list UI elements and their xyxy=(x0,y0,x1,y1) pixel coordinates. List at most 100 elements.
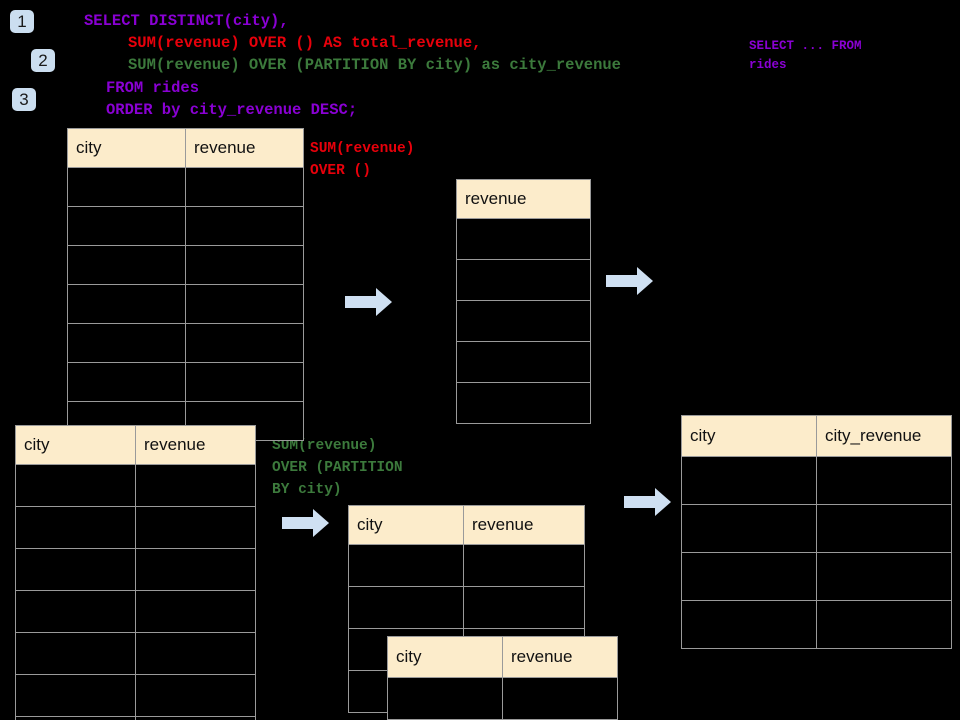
table-cell xyxy=(456,382,591,424)
table-cell xyxy=(135,590,256,633)
table-cell xyxy=(15,464,136,507)
table-row xyxy=(348,586,585,629)
annotation-1: SUM(revenue) OVER () xyxy=(310,141,415,179)
sql-line-2: SUM(revenue) OVER () AS total_revenue, xyxy=(128,34,482,52)
table-cell xyxy=(135,548,256,591)
table-cell xyxy=(15,674,136,717)
step-badge-1: 1 xyxy=(10,10,34,33)
table-row xyxy=(456,218,591,260)
table-row xyxy=(456,341,591,383)
table-cell xyxy=(185,323,304,363)
table-cell xyxy=(456,341,591,383)
column-header-city: city xyxy=(348,505,464,545)
table-row xyxy=(15,590,256,633)
table-cell xyxy=(681,456,817,505)
table-cell xyxy=(456,218,591,260)
column-header-city: city xyxy=(15,425,136,465)
arrow-partition-to-result-icon xyxy=(624,488,671,516)
column-header-city: city xyxy=(681,415,817,457)
table-row xyxy=(67,284,304,324)
arrow-step2-to-partition-icon xyxy=(282,509,329,537)
table-cell xyxy=(463,544,585,587)
table-cell xyxy=(185,245,304,285)
table-cell xyxy=(15,716,136,720)
arrow-total-to-result-icon xyxy=(606,267,653,295)
column-header-revenue: revenue xyxy=(185,128,304,168)
column-header-revenue: revenue xyxy=(463,505,585,545)
table-cell xyxy=(135,632,256,675)
table-row xyxy=(348,544,585,587)
sql-line-4: FROM rides xyxy=(106,79,200,97)
table-cell xyxy=(67,167,186,207)
column-header-revenue: revenue xyxy=(135,425,256,465)
table-row xyxy=(15,716,256,720)
table-row xyxy=(681,552,952,601)
table-row xyxy=(456,300,591,342)
step-badge-3: 3 xyxy=(12,88,36,111)
table-cell xyxy=(185,206,304,246)
table-cell xyxy=(185,362,304,402)
table-cell xyxy=(348,544,464,587)
table-cell xyxy=(67,362,186,402)
table-cell xyxy=(502,677,618,720)
table-cell xyxy=(816,552,952,601)
total-revenue-table: revenue xyxy=(456,179,591,424)
column-header-city: city xyxy=(67,128,186,168)
column-header-revenue: revenue xyxy=(456,179,591,219)
column-header-revenue: revenue xyxy=(502,636,618,678)
table-row xyxy=(681,456,952,505)
table-row xyxy=(681,504,952,553)
table-cell xyxy=(185,167,304,207)
table-row xyxy=(67,206,304,246)
table-row xyxy=(67,167,304,207)
table-cell xyxy=(348,586,464,629)
table-cell xyxy=(15,506,136,549)
column-header-city_revenue: city_revenue xyxy=(816,415,952,457)
annotation-2: SUM(revenue) OVER (PARTITION BY city) xyxy=(272,438,403,498)
table-cell xyxy=(387,677,503,720)
table-cell xyxy=(456,259,591,301)
table-cell xyxy=(135,464,256,507)
sql-line-1: SELECT DISTINCT(city), xyxy=(84,12,289,30)
table-row xyxy=(15,548,256,591)
table-row xyxy=(67,245,304,285)
table-cell xyxy=(816,600,952,649)
step-badge-2: 2 xyxy=(31,49,55,72)
table-cell xyxy=(681,504,817,553)
table-row xyxy=(15,464,256,507)
table-cell xyxy=(15,632,136,675)
table-cell xyxy=(456,300,591,342)
table-row xyxy=(456,382,591,424)
table-cell xyxy=(15,590,136,633)
column-header-city: city xyxy=(387,636,503,678)
table-row xyxy=(681,600,952,649)
table-cell xyxy=(67,245,186,285)
table-row xyxy=(15,674,256,717)
table-cell xyxy=(135,674,256,717)
table-cell xyxy=(67,206,186,246)
table-cell xyxy=(463,586,585,629)
arrow-step1-to-total-icon xyxy=(345,288,392,316)
table-row xyxy=(456,259,591,301)
table-cell xyxy=(135,506,256,549)
table-cell xyxy=(681,552,817,601)
table-header-row: revenue xyxy=(456,179,591,219)
table-row xyxy=(15,506,256,549)
table-cell xyxy=(185,284,304,324)
table-row xyxy=(67,362,304,402)
table-cell xyxy=(135,716,256,720)
table-cell xyxy=(816,504,952,553)
table-cell xyxy=(816,456,952,505)
sql-line-3: SUM(revenue) OVER (PARTITION BY city) as… xyxy=(128,56,621,74)
table-cell xyxy=(681,600,817,649)
table-row xyxy=(387,677,618,720)
